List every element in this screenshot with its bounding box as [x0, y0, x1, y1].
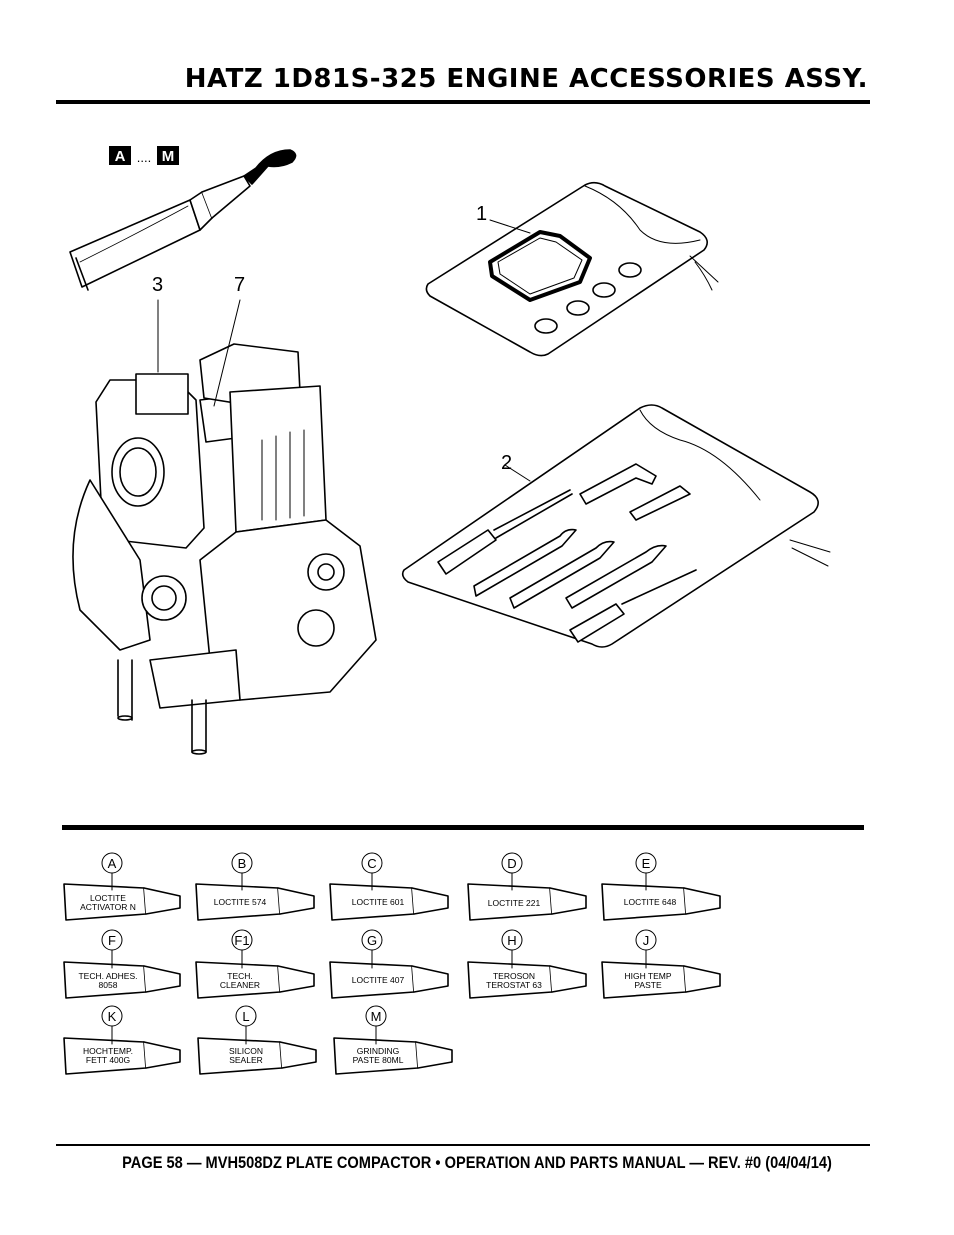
- sealant-f1-line1: TECH.: [227, 971, 253, 981]
- badge-a-box: [109, 146, 131, 165]
- sealant-letter-a: A: [108, 856, 117, 871]
- sealant-a-line1: LOCTITE: [90, 893, 126, 903]
- sealant-k-line1: HOCHTEMP.: [83, 1046, 133, 1056]
- sealant-h-line2: TEROSTAT 63: [486, 980, 542, 990]
- badge-m-label: M: [162, 148, 175, 165]
- sealant-e-line1: LOCTITE 648: [624, 897, 677, 907]
- sealant-f-line1: TECH. ADHES.: [78, 971, 137, 981]
- page-footer: PAGE 58 — MVH508DZ PLATE COMPACTOR • OPE…: [122, 1153, 832, 1172]
- page-title: HATZ 1D81S-325 ENGINE ACCESSORIES ASSY.: [184, 64, 868, 94]
- sealant-b-line1: LOCTITE 574: [214, 897, 267, 907]
- sealant-l-line1: SILICON: [229, 1046, 263, 1056]
- sealant-letter-h: H: [507, 933, 516, 948]
- sealant-m-line1: GRINDING: [357, 1046, 400, 1056]
- sealant-d-line1: LOCTITE 221: [488, 898, 541, 908]
- engine-drawing: [72, 299, 377, 755]
- sealant-letter-f1: F1: [234, 933, 249, 948]
- badge-dots: ....: [137, 150, 151, 165]
- badge-m-box: [157, 146, 179, 165]
- sealant-letter-j: J: [643, 933, 650, 948]
- sealant-letter-c: C: [367, 856, 376, 871]
- sealant-tube-drawing: [69, 146, 297, 291]
- badge-a-label: A: [115, 148, 126, 165]
- sealant-m-line2: PASTE 80ML: [353, 1055, 404, 1065]
- sealant-f-line2: 8058: [99, 980, 118, 990]
- title-rule: [56, 100, 870, 104]
- section-divider: [62, 825, 864, 830]
- sealant-a-line2: ACTIVATOR N: [80, 902, 136, 912]
- callout-1: 1: [476, 203, 487, 225]
- sealant-letter-g: G: [367, 933, 377, 948]
- sealant-l-line2: SEALER: [229, 1055, 263, 1065]
- callout-3: 3: [152, 274, 163, 296]
- sealant-h-line1: TEROSON: [493, 971, 535, 981]
- sealant-letter-e: E: [642, 856, 651, 871]
- sealant-letter-l: L: [242, 1009, 249, 1024]
- sealant-k-line2: FETT 400G: [86, 1055, 130, 1065]
- tool-kit-drawing: [401, 404, 831, 648]
- sealant-j-line1: HIGH TEMP: [624, 971, 671, 981]
- sealant-letter-m: M: [371, 1009, 382, 1024]
- sealant-g-line1: LOCTITE 407: [352, 975, 405, 985]
- sealant-letter-k: K: [108, 1009, 117, 1024]
- sealant-letter-b: B: [238, 856, 247, 871]
- callout-7: 7: [234, 274, 245, 296]
- sealant-f1-line2: CLEANER: [220, 980, 260, 990]
- sealant-letter-f: F: [108, 933, 116, 948]
- sealant-j-line2: PASTE: [634, 980, 662, 990]
- sealant-chart-drawing: [63, 852, 721, 1075]
- callout-2: 2: [501, 452, 512, 474]
- sealant-c-line1: LOCTITE 601: [352, 897, 405, 907]
- gasket-kit-drawing: [425, 181, 719, 357]
- footer-rule: [56, 1144, 870, 1146]
- sealant-letter-d: D: [507, 856, 516, 871]
